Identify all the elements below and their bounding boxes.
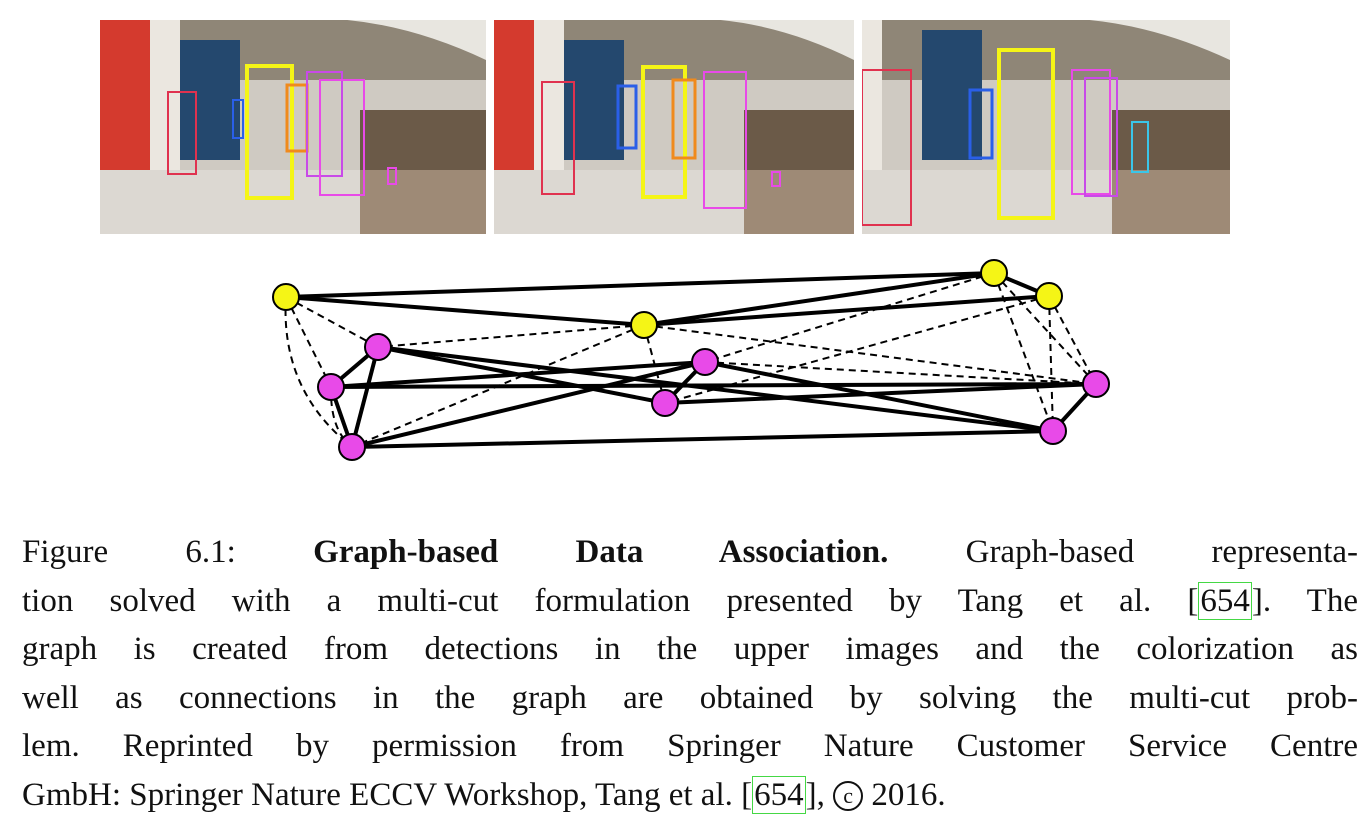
caption-line-5: lem. Reprinted by permission from Spring…: [22, 728, 1358, 764]
caption-line-4: well as connections in the graph are obt…: [22, 679, 1358, 716]
node-magenta-5: [651, 389, 679, 417]
copyright-icon: c: [833, 780, 864, 811]
graph-nodes: [272, 259, 1110, 461]
caption-line-2: tion solved with a multi-cut formulation…: [22, 581, 1358, 620]
caption-line-1: Figure 6.1: Graph-based Data Association…: [22, 534, 1359, 570]
node-magenta-2: [317, 373, 345, 401]
caption-line-3: graph is created from detections in the …: [22, 631, 1358, 667]
node-magenta-6: [1082, 370, 1110, 398]
frame-3: [862, 20, 1230, 234]
frame-1: [100, 20, 486, 234]
node-yellow-2: [630, 311, 658, 339]
multicut-graph: [272, 259, 1110, 461]
solid-edges: [285, 271, 1098, 449]
node-magenta-4: [691, 348, 719, 376]
frame-2: [494, 20, 854, 234]
node-yellow-4: [1035, 282, 1063, 310]
figure-title: Graph-based Data Association.: [313, 534, 889, 570]
citation-link[interactable]: 654: [1198, 581, 1252, 620]
node-magenta-3: [338, 433, 366, 461]
node-yellow-1: [272, 283, 300, 311]
node-magenta-1: [364, 333, 392, 361]
figure-label: Figure 6.1:: [22, 534, 236, 570]
citation-link[interactable]: 654: [752, 775, 806, 814]
figure-caption: Figure 6.1: Graph-based Data Association…: [22, 528, 1358, 819]
node-magenta-7: [1039, 417, 1067, 445]
caption-line-6: GmbH: Springer Nature ECCV Workshop, Tan…: [22, 775, 946, 814]
node-yellow-3: [980, 259, 1008, 287]
